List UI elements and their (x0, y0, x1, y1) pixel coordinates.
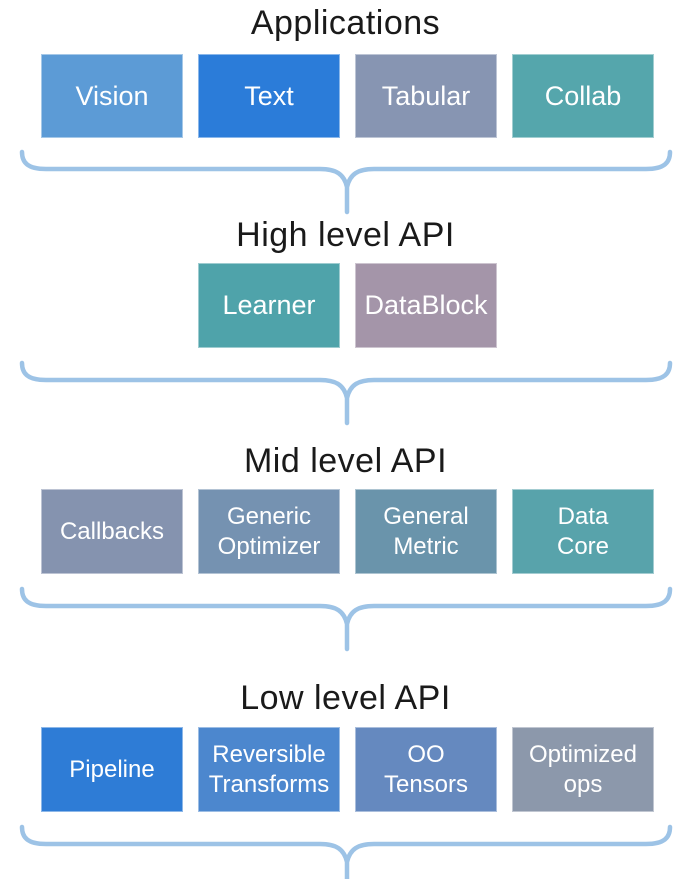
box-learner: Learner (198, 263, 340, 348)
section-title-low-level-api: Low level API (240, 679, 451, 717)
box-label-vision: Vision (75, 80, 149, 111)
box-label-data-core: Data Core (556, 503, 610, 560)
box-collab: Collab (512, 54, 654, 138)
box-pipeline: Pipeline (41, 727, 183, 812)
box-label-collab: Collab (544, 80, 622, 111)
underbrace-path (19, 149, 673, 215)
box-label-oo-tensors: OO Tensors (383, 741, 469, 798)
box-data-core: Data Core (512, 489, 654, 574)
box-vision: Vision (41, 54, 183, 138)
box-generic-optimizer: Generic Optimizer (198, 489, 340, 574)
box-label-text: Text (244, 80, 294, 111)
box-oo-tensors: OO Tensors (355, 727, 497, 812)
box-label-datablock: DataBlock (364, 290, 488, 321)
box-optimized-ops: Optimized ops (512, 727, 654, 812)
box-label-general-metric: General Metric (383, 503, 469, 560)
underbrace-icon (19, 360, 673, 426)
box-general-metric: General Metric (355, 489, 497, 574)
box-label-pipeline: Pipeline (69, 755, 155, 783)
section-title-applications: Applications (250, 4, 441, 42)
underbrace-path (19, 586, 673, 652)
box-tabular: Tabular (355, 54, 497, 138)
box-text: Text (198, 54, 340, 138)
underbrace-icon (19, 149, 673, 215)
box-datablock: DataBlock (355, 263, 497, 348)
box-callbacks: Callbacks (41, 489, 183, 574)
underbrace-icon (19, 824, 673, 879)
underbrace-path (19, 360, 673, 426)
underbrace-path (19, 824, 673, 879)
section-title-high-level-api: High level API (236, 216, 455, 254)
box-label-generic-optimizer: Generic Optimizer (217, 503, 321, 560)
box-label-optimized-ops: Optimized ops (528, 741, 638, 798)
box-label-learner: Learner (222, 290, 316, 321)
box-label-tabular: Tabular (381, 80, 471, 111)
section-title-mid-level-api: Mid level API (243, 442, 448, 480)
box-label-callbacks: Callbacks (59, 517, 165, 545)
underbrace-icon (19, 586, 673, 652)
box-label-reversible-transforms: Reversible Transforms (208, 741, 330, 798)
box-reversible-transforms: Reversible Transforms (198, 727, 340, 812)
